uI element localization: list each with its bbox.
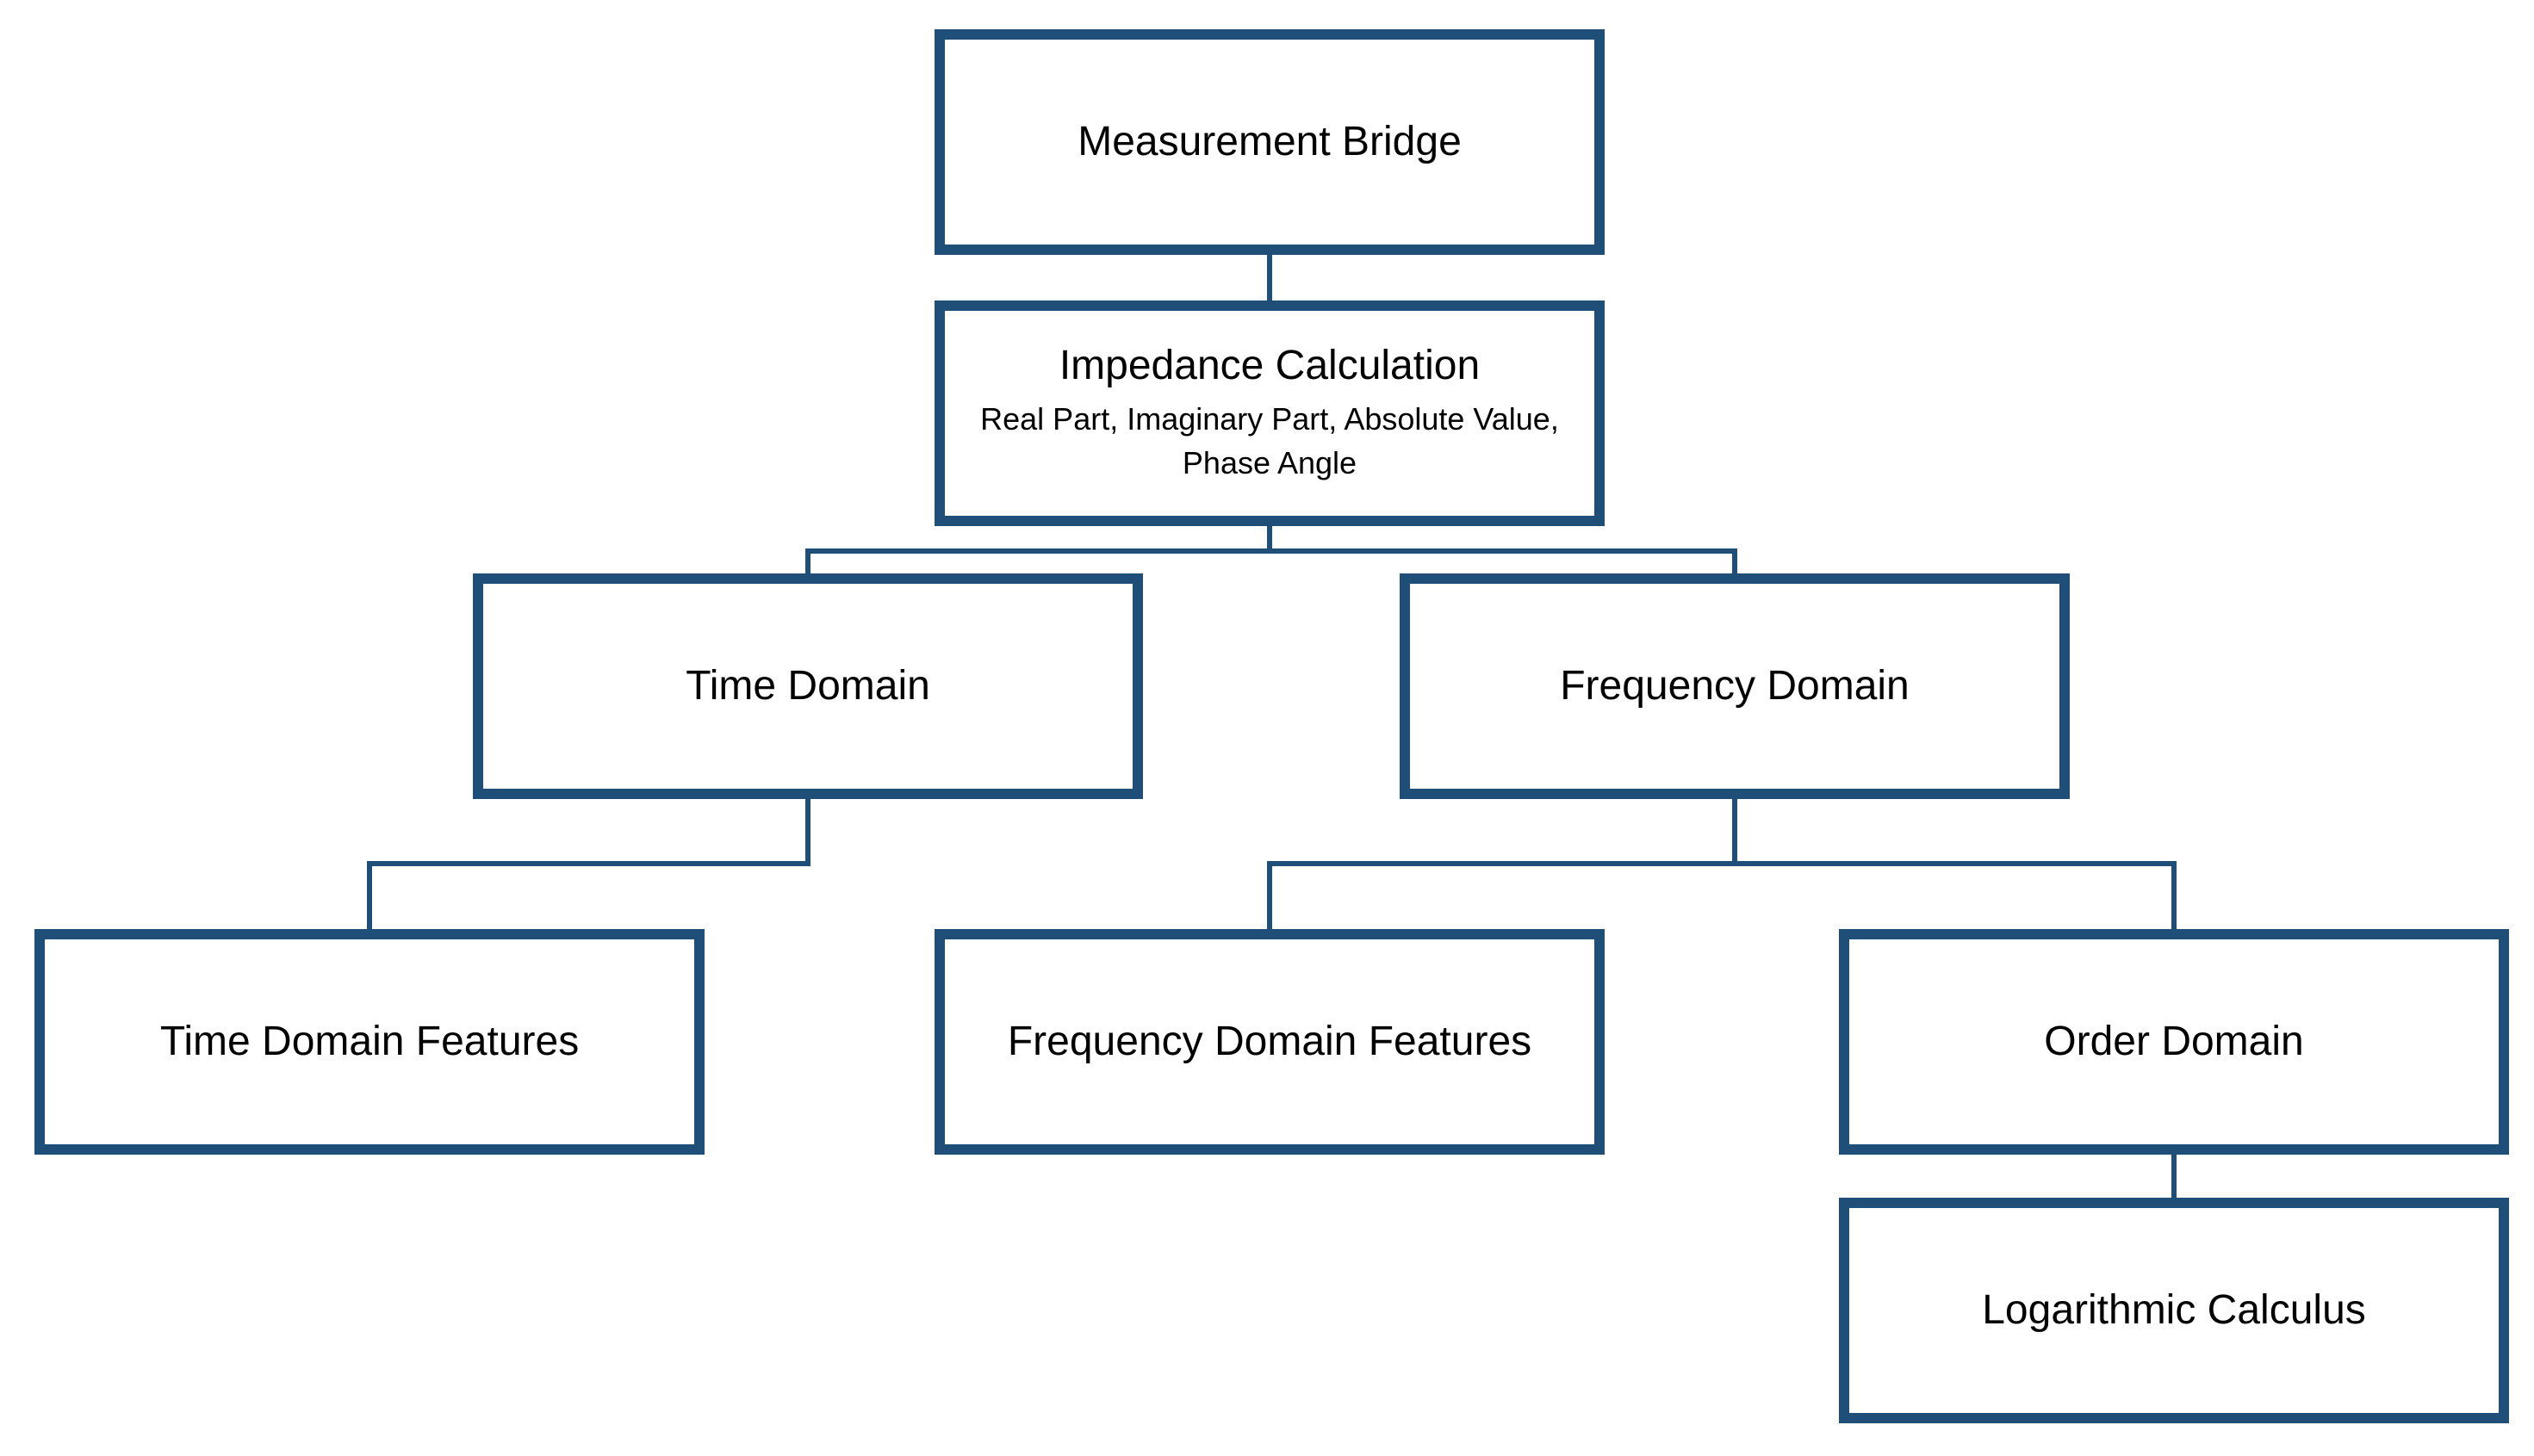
time-domain-features-label: Time Domain Features: [159, 1019, 580, 1065]
frequency-domain-features-box: Frequency Domain Features: [935, 929, 1605, 1155]
impedance-calculation-box: Impedance Calculation Real Part, Imagina…: [935, 300, 1605, 526]
time-domain-label: Time Domain: [686, 663, 930, 709]
frequency-domain-features-label: Frequency Domain Features: [1007, 1019, 1532, 1065]
order-domain-label: Order Domain: [2044, 1019, 2304, 1065]
measurement-bridge-label: Measurement Bridge: [1078, 119, 1462, 165]
logarithmic-calculus-box: Logarithmic Calculus: [1839, 1198, 2509, 1423]
time-domain-box: Time Domain: [473, 573, 1143, 799]
measurement-bridge-box: Measurement Bridge: [935, 29, 1605, 255]
impedance-calculation-details: Real Part, Imaginary Part, Absolute Valu…: [980, 401, 1559, 480]
impedance-calculation-label: Impedance Calculation: [1059, 343, 1481, 389]
order-domain-box: Order Domain: [1839, 929, 2509, 1155]
time-domain-features-box: Time Domain Features: [34, 929, 705, 1155]
frequency-domain-label: Frequency Domain: [1560, 663, 1910, 709]
logarithmic-calculus-label: Logarithmic Calculus: [1982, 1287, 2366, 1334]
frequency-domain-box: Frequency Domain: [1400, 573, 2070, 799]
